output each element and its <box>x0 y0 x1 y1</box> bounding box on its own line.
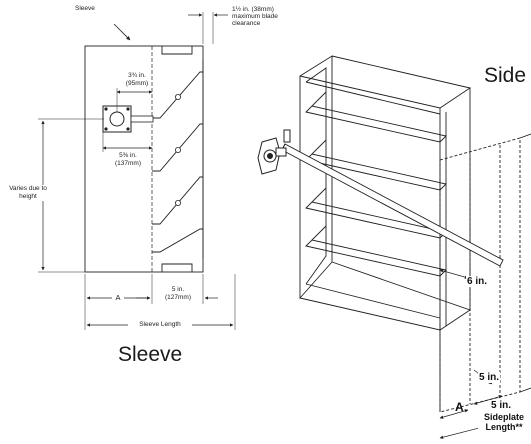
sideplate-view-title: Side <box>484 64 527 87</box>
dim-3-75-line2: (95mm) <box>125 80 149 87</box>
five-in-label-upper: 5 in. <box>478 372 501 383</box>
top-bracket <box>161 46 193 55</box>
dim-5-375-line2: (137mm) <box>114 160 141 167</box>
six-in-label: 6 in. <box>466 276 489 287</box>
sleeve-pointer-arrow <box>113 23 131 41</box>
actuator-knob <box>257 129 291 175</box>
blade-clearance-line1: 1½ in. (38mm) <box>232 6 274 13</box>
blade-profile <box>152 71 203 253</box>
dim-a-label: A <box>115 293 121 302</box>
sideplate-length-line2: Length** <box>478 422 530 432</box>
sleeve-pointer-label: Sleeve <box>75 5 95 12</box>
dim-5in-line1: 5 in. <box>171 286 185 293</box>
varies-height-line1: Varies due to <box>0 185 56 193</box>
dim-a-right: A <box>455 400 464 414</box>
bottom-bracket <box>161 263 193 272</box>
blade-clearance-line3: clearance <box>232 20 261 27</box>
actuator-bracket <box>102 105 154 133</box>
dim-5in-line2: (127mm) <box>164 294 191 301</box>
damper-isometric-drawing <box>281 55 531 413</box>
sleeve-length-label: Sleeve Length <box>139 321 181 328</box>
dim-3-75-line1: 3¾ in. <box>128 72 146 79</box>
five-in-label-lower: 5 in. <box>490 400 513 411</box>
dim-5-375-line1: 5⅜ in. <box>119 152 137 159</box>
sleeve-view-title: Sleeve <box>118 343 183 366</box>
varies-height-line2: height <box>0 193 56 201</box>
blade-clearance-line2: maximum blade <box>232 13 278 20</box>
sideplate-length-line1: Sideplate <box>478 412 530 422</box>
